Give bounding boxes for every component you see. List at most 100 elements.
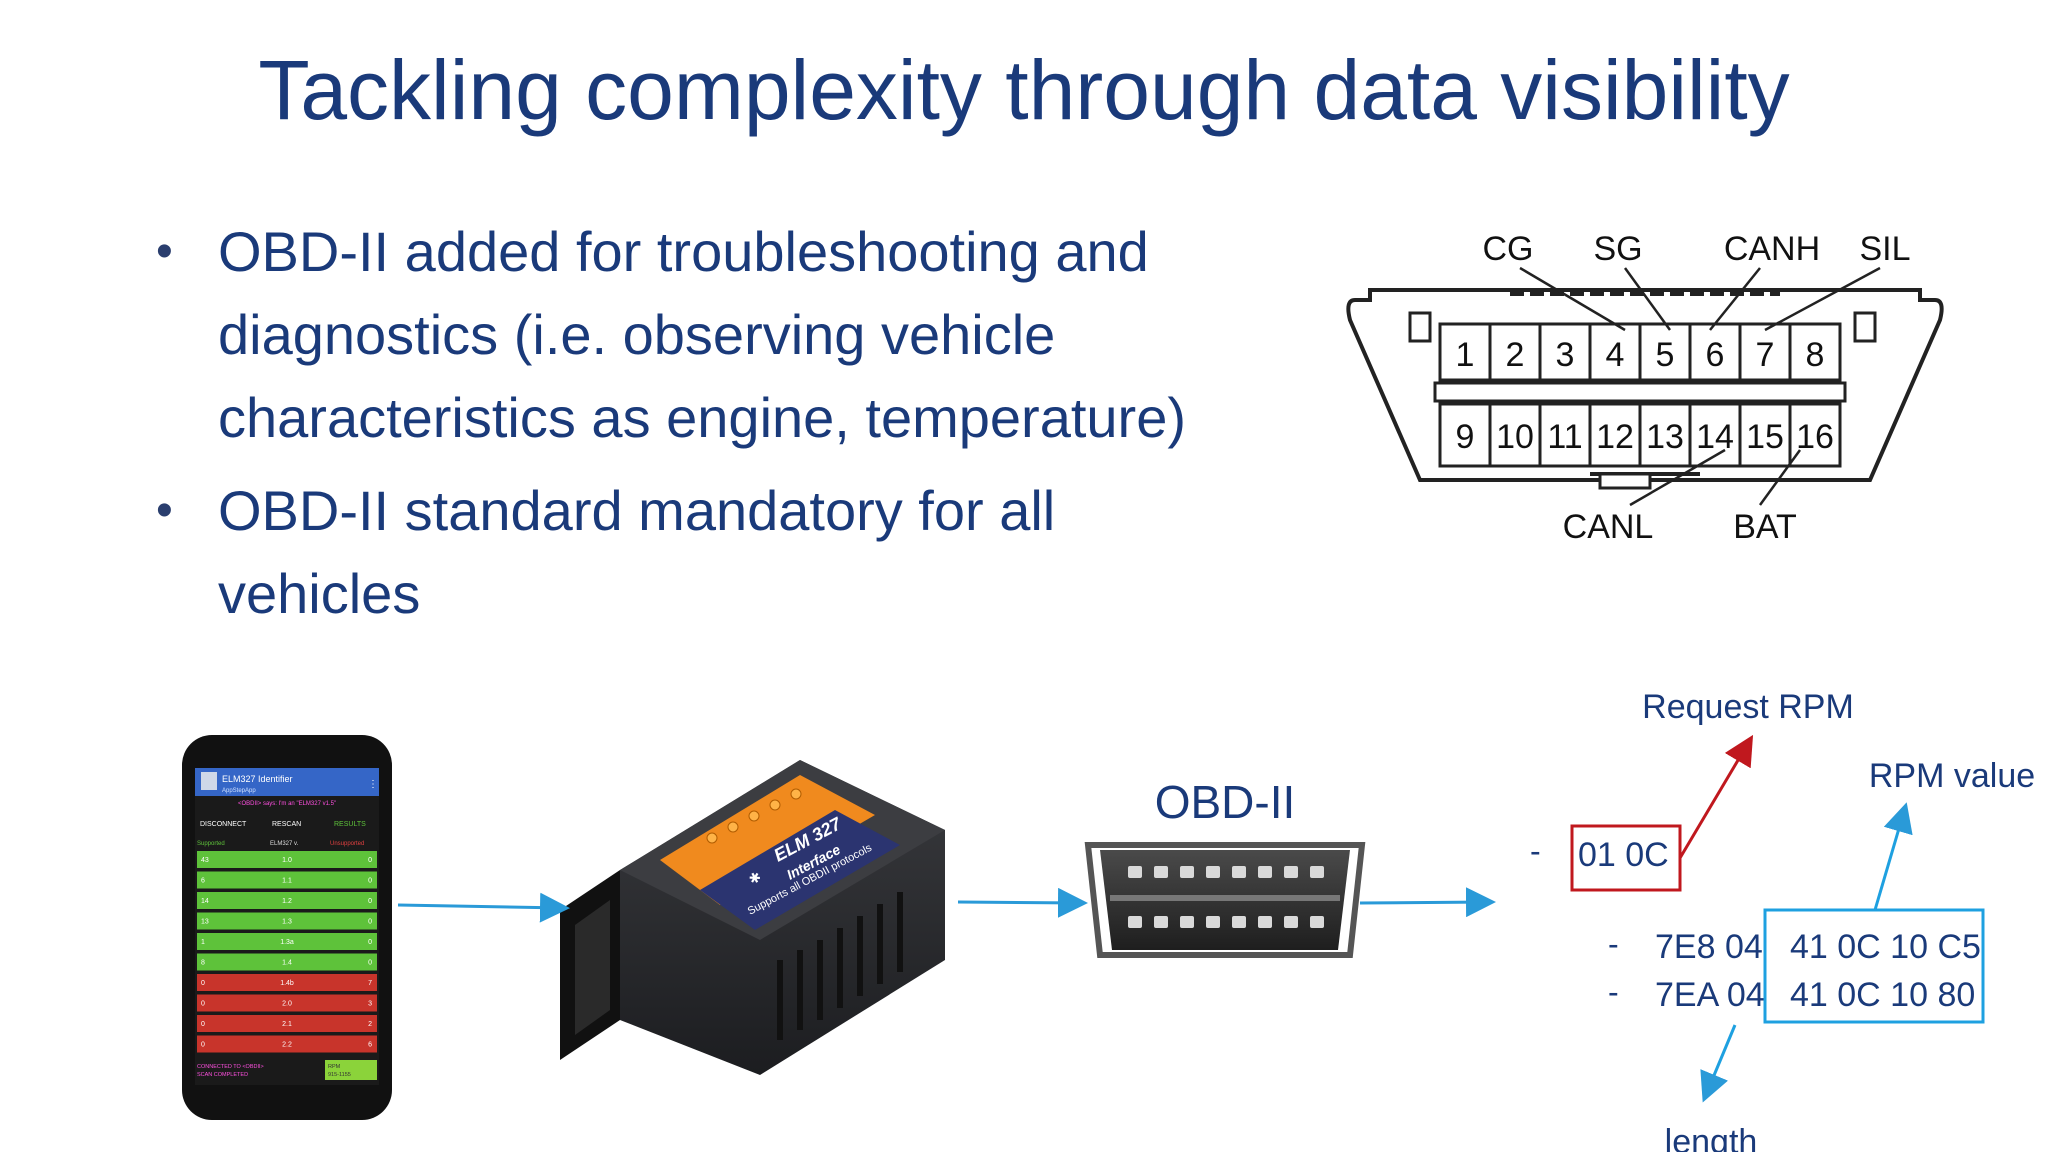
phone-row-supported: 0 <box>201 980 205 987</box>
port-pin <box>1284 866 1298 878</box>
pin-number: 2 <box>1506 336 1525 374</box>
phone-row-supported: 13 <box>201 919 209 926</box>
bullet-dot-icon: • <box>156 484 173 537</box>
phone-row-unsupported: 3 <box>368 1001 372 1008</box>
pin-number: 5 <box>1656 336 1675 374</box>
port-pin <box>1232 916 1246 928</box>
phone-row-supported: 6 <box>201 878 205 885</box>
resp1-dash: - <box>1608 926 1619 962</box>
resp1-prefix: 7E8 04 <box>1655 928 1763 966</box>
bullet-text: OBD-II added for troubleshooting and dia… <box>218 220 1186 449</box>
resp2-value: 41 0C 10 80 <box>1790 976 1975 1014</box>
request-code: 01 0C <box>1578 836 1669 874</box>
phone-btn-results[interactable]: RESULTS <box>334 821 366 828</box>
phone-row-version: 1.4b <box>280 980 294 987</box>
phone-menu-icon[interactable]: ⋮ <box>368 779 378 790</box>
phone-header-version: ELM327 v. <box>270 841 299 847</box>
resp2-prefix: 7EA 04 <box>1655 976 1765 1014</box>
phone-footer-left: CONNECTED TO <OBDII>SCAN COMPLETED <box>197 1064 264 1078</box>
slide-title: Tackling complexity through data visibil… <box>258 43 1790 137</box>
port-pin <box>1284 916 1298 928</box>
phone-btn-rescan[interactable]: RESCAN <box>272 821 301 828</box>
port-pin <box>1232 866 1246 878</box>
phone-row-unsupported: 6 <box>368 1042 372 1049</box>
phone-row-version: 1.4 <box>282 960 292 967</box>
pin-number: 14 <box>1696 418 1734 456</box>
phone-row-unsupported: 0 <box>368 857 372 864</box>
phone-row-supported: 1 <box>201 939 205 946</box>
length-label: length <box>1665 1123 1758 1152</box>
phone-row-version: 1.2 <box>282 898 292 905</box>
pin-label-bat: BAT <box>1733 508 1797 546</box>
phone-row <box>197 871 377 889</box>
pin-number: 15 <box>1746 418 1784 456</box>
port-pin <box>1206 916 1220 928</box>
phone-row-version: 2.1 <box>282 1021 292 1028</box>
port-pin <box>1310 916 1324 928</box>
pin-label-cg: CG <box>1483 230 1534 268</box>
pin-label-canl: CANL <box>1563 508 1654 546</box>
bullet-item: • OBD-II standard mandatory for all vehic… <box>150 469 1200 635</box>
phone-row-unsupported: 0 <box>368 878 372 885</box>
phone-device: ELM327 Identifier AppStepApp ⋮ <OBDII> s… <box>182 735 392 1120</box>
port-pin <box>1180 866 1194 878</box>
port-pin <box>1128 866 1142 878</box>
request-dash: - <box>1530 833 1541 869</box>
phone-app-sub: AppStepApp <box>222 788 256 794</box>
phone-row-version: 1.3a <box>280 939 294 946</box>
phone-row-unsupported: 0 <box>368 960 372 967</box>
obd-port: OBD-II <box>1084 776 1366 958</box>
rpm-value-label: RPM value <box>1869 757 2035 795</box>
phone-row-supported: 14 <box>201 898 209 905</box>
bullet-text: OBD-II standard mandatory for all vehicl… <box>218 479 1056 625</box>
bullet-list: • OBD-II added for troubleshooting and di… <box>150 210 1200 645</box>
phone-row <box>197 851 377 868</box>
request-rpm-label: Request RPM <box>1642 688 1854 726</box>
phone-row-unsupported: 0 <box>368 939 372 946</box>
resp1-value: 41 0C 10 C5 <box>1790 928 1981 966</box>
pin-label-sil: SIL <box>1859 230 1910 268</box>
phone-row-supported: 8 <box>201 960 205 967</box>
obd-label: OBD-II <box>1155 776 1296 828</box>
pin-number: 9 <box>1456 418 1475 456</box>
pin-number: 7 <box>1756 336 1775 374</box>
phone-row <box>197 974 377 991</box>
pin-label-sg: SG <box>1593 230 1642 268</box>
can-messages: Request RPM RPM value length - 01 0C - 7… <box>1530 688 2035 1152</box>
phone-row-version: 1.3 <box>282 919 292 926</box>
phone-row-version: 2.2 <box>282 1042 292 1049</box>
pin-number: 8 <box>1806 336 1825 374</box>
phone-row-unsupported: 7 <box>368 980 372 987</box>
phone-row-unsupported: 0 <box>368 898 372 905</box>
phone-row <box>197 933 377 950</box>
pin-number: 10 <box>1496 418 1534 456</box>
pin-label-canh: CANH <box>1724 230 1820 268</box>
pin-number: 1 <box>1456 336 1475 374</box>
pin-number: 6 <box>1706 336 1725 374</box>
phone-row-supported: 0 <box>201 1042 205 1049</box>
pin-number: 4 <box>1606 336 1625 374</box>
phone-row-unsupported: 0 <box>368 919 372 926</box>
phone-row-unsupported: 2 <box>368 1021 372 1028</box>
port-pin <box>1206 866 1220 878</box>
phone-row <box>197 892 377 909</box>
phone-btn-disconnect[interactable]: DISCONNECT <box>200 821 247 828</box>
phone-row-version: 2.0 <box>282 1001 292 1008</box>
phone-header-supported: Supported <box>197 841 225 847</box>
phone-row <box>197 1035 377 1053</box>
app-logo-icon <box>201 772 217 790</box>
port-pin <box>1310 866 1324 878</box>
pin-number: 11 <box>1547 418 1582 456</box>
phone-row <box>197 912 377 930</box>
port-pin <box>1258 916 1272 928</box>
phone-row-supported: 43 <box>201 857 209 864</box>
rpm-value-box <box>1763 908 1985 1024</box>
bullet-item: •OBD-II added for troubleshooting and di… <box>150 210 1200 459</box>
pin-number: 16 <box>1796 418 1834 456</box>
port-pin <box>1258 866 1272 878</box>
phone-row <box>197 994 377 1012</box>
phone-row-version: 1.0 <box>282 857 292 864</box>
phone-status: <OBDII> says: I'm an "ELM327 v1.5" <box>238 801 336 807</box>
